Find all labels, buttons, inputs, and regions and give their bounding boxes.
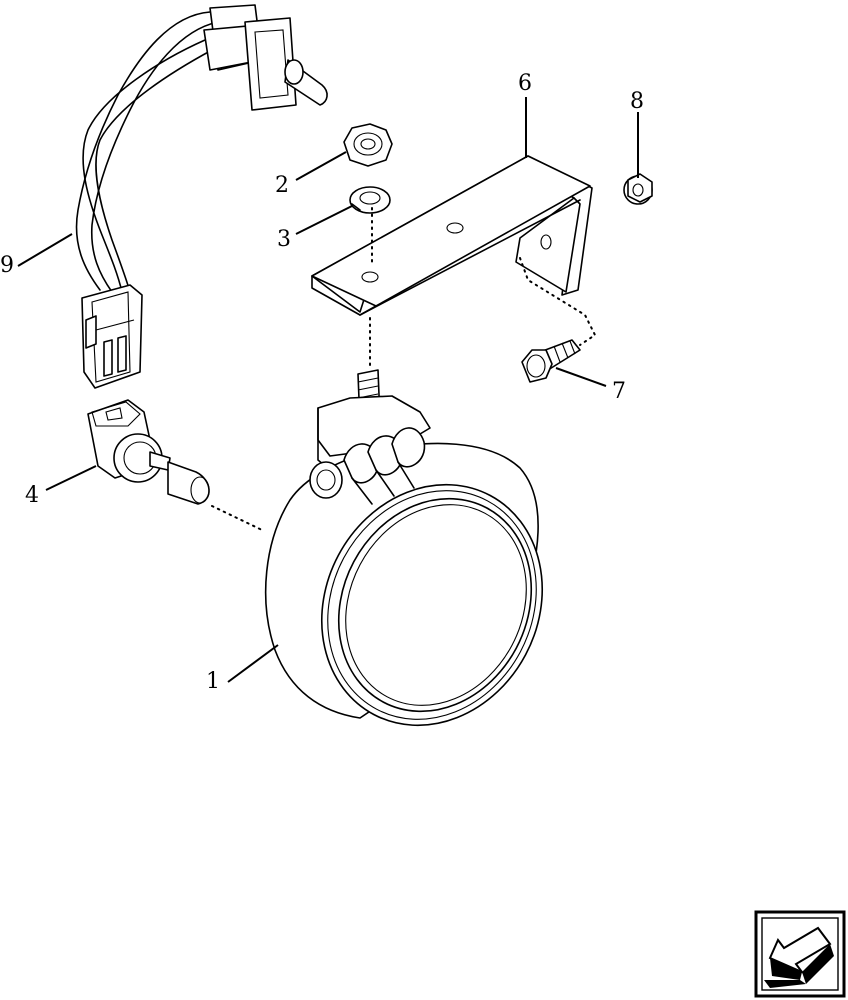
callout-6: 6: [518, 71, 532, 96]
flange-bolt-part-7: [521, 339, 581, 383]
hex-nut-part-2: [343, 123, 393, 167]
callout-labels: 1 2 3 4 6 7 8 9: [0, 71, 644, 694]
lock-washer-part-3: [349, 186, 391, 214]
assembly-guide-lines: [211, 207, 597, 531]
bulb-and-socket-part-4: [87, 399, 210, 505]
callout-7: 7: [612, 379, 626, 404]
flange-nut-part-8: [623, 173, 653, 205]
callout-9: 9: [0, 253, 14, 278]
mounting-bracket-part-6: [311, 155, 593, 316]
callout-4: 4: [25, 483, 39, 508]
callout-1: 1: [206, 669, 220, 694]
wiring-harness-part-9: [75, 4, 328, 389]
previous-page-arrow-icon[interactable]: [754, 910, 846, 998]
callout-3: 3: [277, 227, 291, 252]
lamp-assembly-part-1: [264, 369, 544, 727]
callout-8: 8: [630, 89, 644, 114]
leader-lines: [17, 97, 639, 683]
callout-2: 2: [275, 173, 289, 198]
